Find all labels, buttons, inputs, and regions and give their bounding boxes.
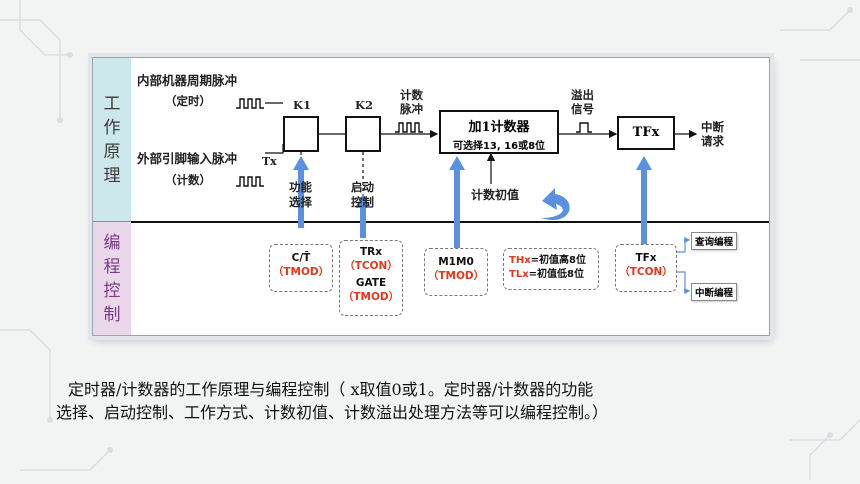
side-char: 工 [103,93,121,114]
external-pin-label: 外部引脚输入脉冲 [137,151,238,166]
pulse-wave-icon [395,122,423,133]
trx-register-name: TRx [359,246,383,258]
tlx-label: TLx [509,269,529,280]
k1-switch-box [283,116,319,152]
timing-mode-label: （定时） [165,94,211,108]
blue-arrow-icon [449,156,465,248]
interrupt-request-label: 中断请求 [701,120,724,148]
gate-register-source: （TMOD） [342,291,400,303]
ct-register-box: C/T̄ （TMOD） [269,244,333,292]
m1m0-register-box: M1M0 （TMOD） [424,248,488,296]
counter-title: 加1计数器 [468,120,530,135]
blue-arrow-icon [636,156,652,248]
pulse-wave-icon [576,122,592,133]
tfx-register-box: TFx （TCON） [615,244,677,292]
pulse-wave-icon [236,98,264,109]
blue-arrow-icon [293,156,309,228]
overflow-signal-label: 溢出信号 [571,88,594,116]
side-char: 理 [103,165,121,186]
side-char: 程 [103,256,121,277]
initial-value-register-box: THx=初值高8位 TLx=初值低8位 [503,248,599,290]
start-control-label: 启动控制 [351,180,374,209]
counting-mode-label: （计数） [165,173,211,187]
thx-description: =初值高8位 [530,255,586,266]
k2-label: K2 [355,98,373,112]
trx-gate-register-box: TRx （TCON） GATE （TMOD） [339,240,403,316]
diagram-panel: 工 作 原 理 编 程 控 制 [92,57,770,336]
plus-one-counter-box: 加1计数器 可选择13, 16或8位 [439,110,559,154]
side-label-working-principle: 工 作 原 理 [93,58,131,222]
internal-clock-label: 内部机器周期脉冲 [137,73,238,88]
k2-switch-box [345,116,381,152]
diagram-wires [236,98,698,294]
thx-label: THx [509,255,531,266]
tx-pin-label: Tx [262,155,277,168]
side-char: 编 [103,232,121,253]
section-divider [131,221,769,223]
tfx-flag-box: TFx [617,116,675,150]
count-pulse-label: 计数脉冲 [400,88,423,116]
query-programming-box: 查询编程 [691,232,738,250]
gate-register-name: GATE [355,277,387,289]
counter-subtitle: 可选择13, 16或8位 [452,141,546,152]
trx-register-source: （TCON） [344,260,398,272]
caption-line-1: 定时器/计数器的工作原理与编程控制（ x取值0或1。定时器/计数器的功能 [68,380,594,399]
diagram-caption: 定时器/计数器的工作原理与编程控制（ x取值0或1。定时器/计数器的功能 选择、… [56,378,826,424]
caption-line-2: 选择、启动控制、工作方式、计数初值、计数溢出处理方法等可以编程控制。） [56,403,609,422]
interrupt-programming-box: 中断编程 [691,283,738,301]
ct-register-name: C/T̄ [291,252,311,264]
curved-blue-arrow-icon [541,188,570,221]
ct-register-source: （TMOD） [272,266,330,278]
side-char: 作 [103,117,121,138]
side-char: 原 [103,141,121,162]
side-label-programming-control: 编 程 控 制 [93,222,131,335]
m1m0-register-name: M1M0 [438,256,474,268]
tlx-description: =初值低8位 [528,269,584,280]
side-char: 制 [103,304,121,325]
m1m0-register-source: （TMOD） [427,270,485,282]
tfx-register-source: （TCON） [619,266,673,278]
blue-arrow-icon [355,194,371,238]
initial-value-label: 计数初值 [471,188,520,202]
pulse-wave-icon [236,176,264,187]
k1-label: K1 [293,98,311,112]
tfx-register-name: TFx [635,252,657,264]
side-char: 控 [103,280,121,301]
function-select-label: 功能选择 [289,180,312,209]
